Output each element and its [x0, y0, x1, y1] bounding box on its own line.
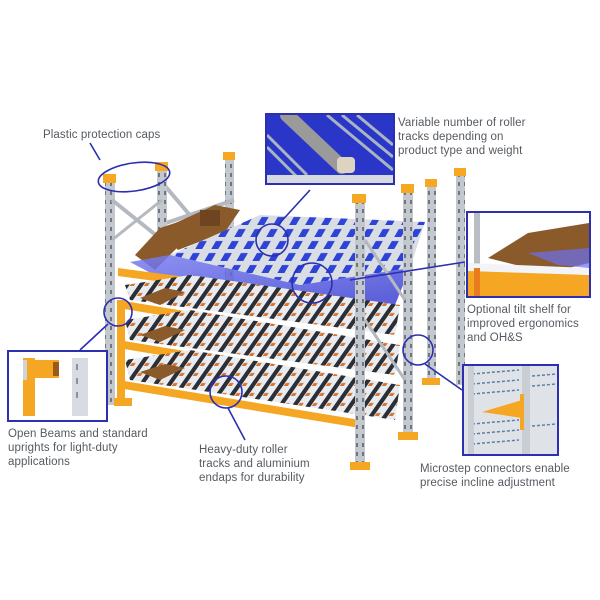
callout-microstep: Microstep connectors enable precise incl… [420, 463, 570, 489]
callout-open-beams: Open Beams and standard uprights for lig… [8, 428, 148, 468]
open-beam-icon [23, 358, 88, 416]
front-right-uprights [350, 184, 440, 470]
callout-tilt-shelf: Optional tilt shelf for improved ergonom… [467, 304, 579, 344]
callout-roller-tracks-variable: Variable number of roller tracks dependi… [398, 117, 526, 157]
microstep-connector-icon [464, 366, 557, 454]
callout-plastic-caps: Plastic protection caps [43, 129, 161, 141]
left-frame [103, 162, 168, 406]
inset-roller-closeup [265, 113, 395, 185]
roller-closeup-icon [267, 115, 393, 183]
tilt-shelf-icon [468, 213, 589, 296]
shelf-levels [118, 275, 400, 428]
callout-markers [79, 142, 466, 441]
top-cartons [135, 205, 240, 270]
inset-tilt-shelf [466, 211, 591, 298]
callout-heavy-duty-tracks: Heavy-duty roller tracks and aluminium e… [199, 444, 310, 484]
inset-open-beams [7, 350, 108, 422]
inset-microstep [462, 364, 559, 456]
tilt-shelf [130, 255, 410, 305]
